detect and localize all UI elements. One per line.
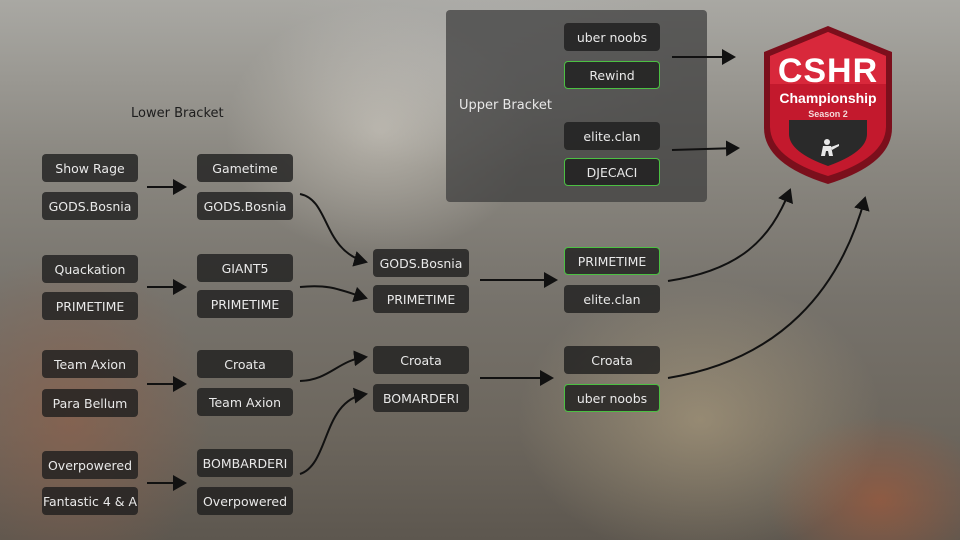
team-slot-r2-1: Gametime [197,154,293,182]
logo-subtitle: Championship [779,90,877,106]
arrow-icon [299,193,368,267]
team-slot-r1-2: GODS.Bosnia [42,192,138,220]
team-slot-r4-3: Croata [564,346,660,374]
team-slot-up-4: DJECACI [564,158,660,186]
team-slot-r4-2: elite.clan [564,285,660,313]
team-slot-r2-3: GIANT5 [197,254,293,282]
team-slot-r3-4: BOMARDERI [373,384,469,412]
team-slot-r2-5: Croata [197,350,293,378]
team-slot-r1-4: PRIMETIME [42,292,138,320]
team-slot-r4-4: uber noobs [564,384,660,412]
arrow-icon [299,387,368,475]
lower-bracket-label: Lower Bracket [131,106,224,121]
team-slot-up-1: uber noobs [564,23,660,51]
team-slot-r1-5: Team Axion [42,350,138,378]
arrow-icon [667,196,870,379]
team-slot-r1-1: Show Rage [42,154,138,182]
team-slot-r2-2: GODS.Bosnia [197,192,293,220]
team-slot-r2-8: Overpowered [197,487,293,515]
team-slot-r4-1: PRIMETIME [564,247,660,275]
team-slot-r1-8: Fantastic 4 & A [42,487,138,515]
team-slot-r1-6: Para Bellum [42,389,138,417]
team-slot-up-2: Rewind [564,61,660,89]
upper-bracket-label: Upper Bracket [459,98,553,113]
team-slot-up-3: elite.clan [564,122,660,150]
arrow-icon [667,188,793,282]
soldier-icon [821,139,839,156]
arrow-icon [299,285,368,303]
logo-title: CSHR [777,52,879,90]
team-slot-r2-4: PRIMETIME [197,290,293,318]
team-slot-r1-3: Quackation [42,255,138,283]
team-slot-r3-1: GODS.Bosnia [373,249,469,277]
logo-season: Season 2 [808,109,848,119]
team-slot-r1-7: Overpowered [42,451,138,479]
team-slot-r2-6: Team Axion [197,388,293,416]
team-slot-r2-7: BOMBARDERI [197,449,293,477]
arrow-icon [299,350,368,382]
team-slot-r3-2: PRIMETIME [373,285,469,313]
team-slot-r3-3: Croata [373,346,469,374]
cshr-logo: CSHR Championship Season 2 [759,24,897,186]
